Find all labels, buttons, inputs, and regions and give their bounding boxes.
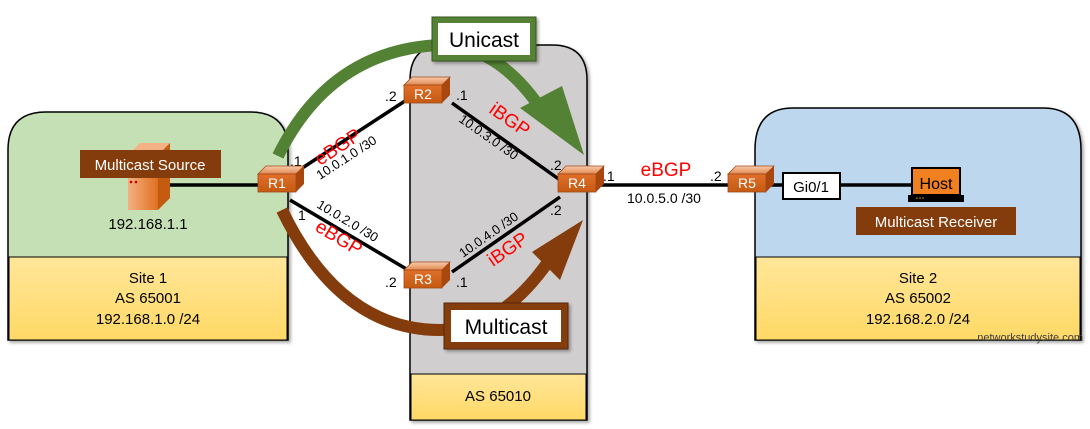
- laptop-icon: [911, 167, 961, 196]
- r1-r2-right-ip: .2: [385, 88, 397, 104]
- interface-label: Gi0/1: [793, 179, 829, 196]
- site-1-name: Site 1: [129, 270, 167, 287]
- site-2-subnet: 192.168.2.0 /24: [866, 311, 970, 328]
- multicast-label-bg: [451, 310, 561, 342]
- link-r1-r2: [289, 97, 409, 178]
- router-icon: [403, 84, 443, 104]
- router-icon-side: [442, 262, 450, 288]
- server-led: [129, 180, 133, 184]
- multicast-receiver[interactable]: Host Multicast Receiver: [856, 167, 1016, 235]
- router-icon: [557, 173, 597, 193]
- router-label: R1: [268, 175, 286, 191]
- r4-r5-left-ip: .1: [603, 168, 615, 184]
- multicast-source-ip: 192.168.1.1: [108, 216, 187, 233]
- r1-r2-left-ip: .1: [290, 153, 302, 169]
- site-2-name: Site 2: [899, 270, 937, 287]
- router-r3[interactable]: R3: [403, 261, 451, 289]
- transit-as-label-band: [410, 373, 587, 421]
- multicast-receiver-label: Multicast Receiver: [875, 214, 998, 231]
- r3-r4-right-ip: .2: [550, 202, 562, 218]
- router-icon-side: [596, 166, 604, 192]
- unicast-arrow-head: [520, 86, 584, 155]
- router-icon: [257, 173, 297, 193]
- link-r1-r3: [289, 198, 409, 272]
- multicast-receiver-label-bg: [856, 207, 1016, 235]
- server-led: [134, 180, 138, 184]
- r1-r3-right-ip: .2: [385, 274, 397, 290]
- site-1-label-band: [8, 256, 288, 341]
- multicast-label: Multicast: [465, 316, 548, 339]
- r4-r5-protocol: eBGP: [641, 160, 692, 181]
- site-2-label-band: [755, 256, 1081, 341]
- site-2-as: AS 65002: [885, 290, 951, 307]
- r4-r5-right-ip: .2: [710, 168, 722, 184]
- laptop-dot: [919, 197, 921, 199]
- multicast-source-label-bg: [80, 150, 221, 178]
- router-icon: [403, 269, 443, 289]
- router-icon-side: [296, 166, 304, 192]
- laptop-base: [908, 195, 964, 202]
- router-label: R5: [738, 175, 756, 191]
- router-icon-top: [257, 165, 305, 175]
- router-r5[interactable]: R5: [727, 165, 775, 193]
- multicast-source-label: Multicast Source: [95, 157, 206, 174]
- router-label: R2: [414, 86, 432, 102]
- link-r2-r4: [450, 101, 562, 182]
- transit-as-number: AS 65010: [465, 388, 531, 405]
- router-icon: [727, 173, 767, 193]
- r2-r4-right-ip: .2: [550, 157, 562, 173]
- interface-gi0-1: Gi0/1: [782, 172, 841, 200]
- laptop-dot: [916, 197, 918, 199]
- link-r3-r4: [451, 195, 561, 274]
- router-r4[interactable]: R4: [557, 165, 605, 193]
- laptop-dot: [922, 197, 924, 199]
- router-icon-top: [557, 165, 605, 175]
- links: [170, 97, 915, 274]
- router-icon-top: [727, 165, 775, 175]
- multicast-arrow-shaft: [276, 207, 553, 337]
- router-r1[interactable]: R1: [257, 165, 305, 193]
- r1-r3-left-ip: 1: [298, 207, 306, 223]
- router-label: R4: [568, 175, 586, 191]
- r2-r4-left-ip: .1: [456, 87, 468, 103]
- unicast-label: Unicast: [449, 29, 519, 52]
- multicast-arrow-head: [532, 220, 583, 280]
- router-icon-top: [403, 76, 451, 86]
- unicast-label-bg: [438, 23, 530, 55]
- site-1-as: AS 65001: [115, 290, 181, 307]
- router-icon-side: [766, 166, 774, 192]
- unicast-path: Unicast: [272, 16, 584, 159]
- r3-r4-left-ip: .1: [456, 274, 468, 290]
- r4-r5-subnet: 10.0.5.0 /30: [627, 190, 701, 206]
- multicast-source[interactable]: Multicast Source 192.168.1.1: [80, 143, 221, 233]
- site-1-subnet: 192.168.1.0 /24: [96, 311, 200, 328]
- host-label: Host: [920, 176, 953, 193]
- multicast-path: Multicast: [276, 207, 583, 350]
- router-icon-top: [403, 261, 451, 271]
- interface-label-box: [782, 172, 841, 200]
- router-icon-side: [442, 77, 450, 103]
- router-r2[interactable]: R2: [403, 76, 451, 104]
- router-label: R3: [414, 271, 432, 287]
- watermark: networkstudysite.com: [977, 332, 1083, 344]
